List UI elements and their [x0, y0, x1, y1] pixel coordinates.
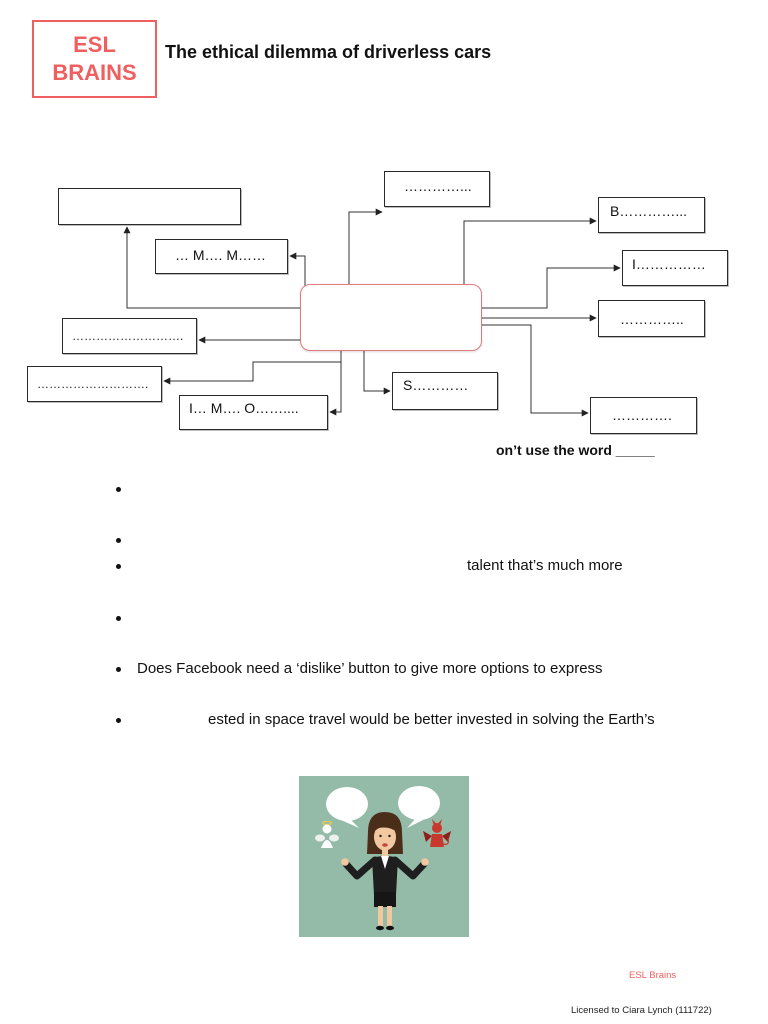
footer-brand: ESL Brains [629, 970, 677, 981]
bullet-marker [116, 718, 121, 723]
mind-map-box-top: …………... [384, 171, 490, 207]
bullet-marker [116, 564, 121, 569]
connector-arrow [482, 264, 621, 309]
connector-arrow [123, 226, 300, 309]
ethical-dilemma-illustration [299, 776, 469, 937]
list-item-text: talent that’s much more [467, 557, 623, 574]
mind-map-box-imo: I… M…. O…….... [179, 395, 328, 430]
list-item-text: ested in space travel would be better in… [208, 711, 655, 728]
box-label: B…………... [610, 203, 688, 219]
list-item: ested in space travel would be better in… [0, 711, 768, 729]
connector-arrow [289, 252, 306, 290]
connector-arrow [482, 324, 589, 417]
mind-map-box-right-1: ………….. [598, 300, 705, 337]
box-label: S………… [403, 377, 469, 393]
mind-map-center-node [300, 284, 482, 351]
list-item: talent that’s much more [0, 557, 768, 575]
speech-bubble-icon [398, 786, 440, 828]
connector-arrow [463, 217, 597, 284]
angel-icon [315, 820, 339, 848]
box-label: ………………………. [72, 329, 184, 343]
mind-map-box-i: I…………… [622, 250, 728, 286]
mind-map-box-mm: … M…. M…… [155, 239, 288, 274]
logo-line-2: BRAINS [52, 60, 137, 85]
bullet-marker [116, 667, 121, 672]
list-item [0, 480, 768, 498]
box-label: I…………… [632, 256, 706, 272]
connector-arrow [329, 351, 342, 416]
mind-map-box-b: B…………... [598, 197, 705, 233]
esl-brains-logo: ESL BRAINS [32, 20, 157, 98]
box-label: ………….. [620, 311, 684, 327]
list-item [0, 609, 768, 627]
mind-map-box-left-1: ………………………. [62, 318, 197, 354]
box-label: …………... [404, 178, 472, 194]
box-label: … M…. M…… [175, 247, 266, 263]
box-label: …………. [612, 407, 672, 423]
mind-map-box-s: S………… [392, 372, 498, 410]
logo-line-1: ESL [73, 32, 116, 57]
list-item-text: Does Facebook need a ‘dislike’ button to… [137, 660, 603, 677]
list-item [0, 531, 768, 549]
box-label: I… M…. O…….... [189, 400, 299, 416]
bullet-marker [116, 487, 121, 492]
woman-figure [341, 812, 429, 931]
box-label: ………………………. [37, 377, 149, 391]
connector-arrow [363, 351, 391, 395]
mind-map-box-blank [58, 188, 241, 225]
connector-arrow [348, 208, 383, 284]
bullet-marker [116, 538, 121, 543]
devil-icon [423, 819, 451, 847]
list-item: Does Facebook need a ‘dislike’ button to… [0, 660, 768, 678]
mind-map-box-left-2: ………………………. [27, 366, 162, 402]
bullet-marker [116, 616, 121, 621]
footer-license: Licensed to Ciara Lynch (111722) [571, 1005, 712, 1016]
connector-arrow [163, 361, 341, 385]
speech-bubble-icon [326, 787, 368, 828]
mind-map-box-right-2: …………. [590, 397, 697, 434]
page-title: The ethical dilemma of driverless cars [165, 42, 492, 62]
instruction-text: on’t use the word _____ [496, 442, 655, 458]
